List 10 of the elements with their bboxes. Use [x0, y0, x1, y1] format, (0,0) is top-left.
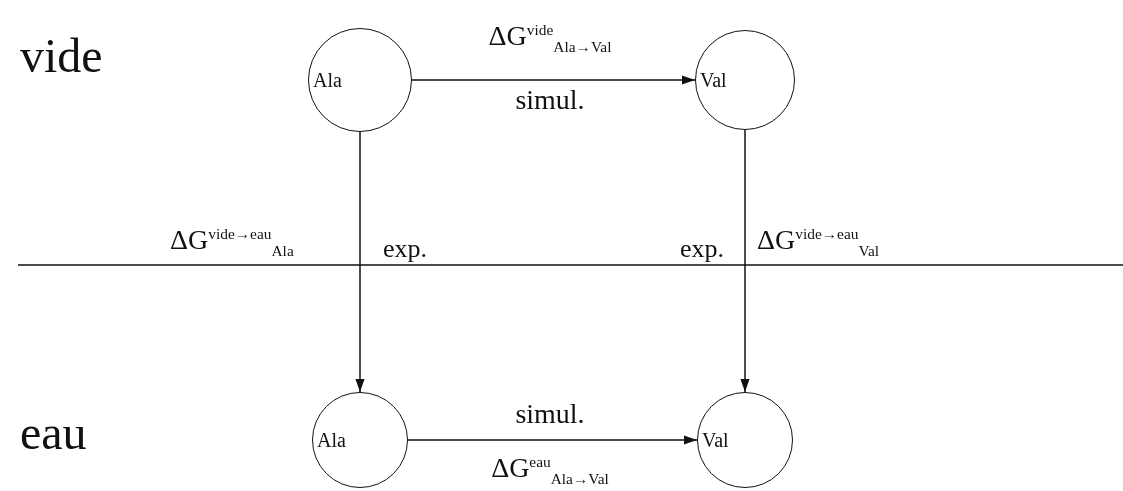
arrow	[411, 75, 696, 85]
method-label: exp.	[680, 234, 725, 264]
phase-label: vide	[20, 28, 103, 83]
method-label: simul.	[515, 84, 585, 116]
arrow	[740, 129, 750, 393]
arrow	[407, 435, 698, 445]
method-label: simul.	[515, 398, 585, 430]
arrow	[355, 131, 365, 393]
phase-label: eau	[20, 405, 87, 460]
method-label: exp.	[383, 234, 428, 264]
